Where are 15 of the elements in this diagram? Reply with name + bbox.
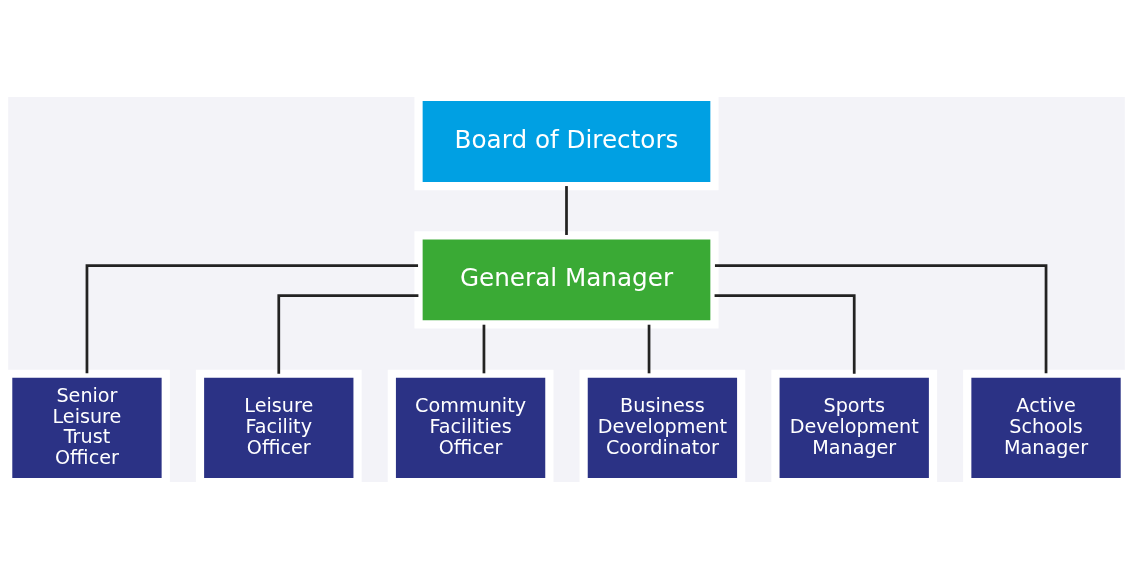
connector (482, 324, 486, 374)
node-box: Leisure Facility Officer (195, 369, 362, 482)
node-box: Senior Leisure Trust Officer (8, 369, 170, 482)
node-box: Active Schools Manager (963, 369, 1125, 482)
node-box: General Manager (414, 231, 719, 329)
node-box: Board of Directors (414, 97, 719, 191)
node-box: Business Development Coordinator (579, 369, 746, 482)
node-box: Community Facilities Officer (387, 369, 554, 482)
connector (565, 186, 568, 235)
connector (85, 264, 419, 374)
connector (714, 294, 856, 374)
node-box: Sports Development Manager (771, 369, 938, 482)
connector (647, 324, 651, 374)
connector (277, 294, 419, 374)
connector (714, 264, 1048, 374)
